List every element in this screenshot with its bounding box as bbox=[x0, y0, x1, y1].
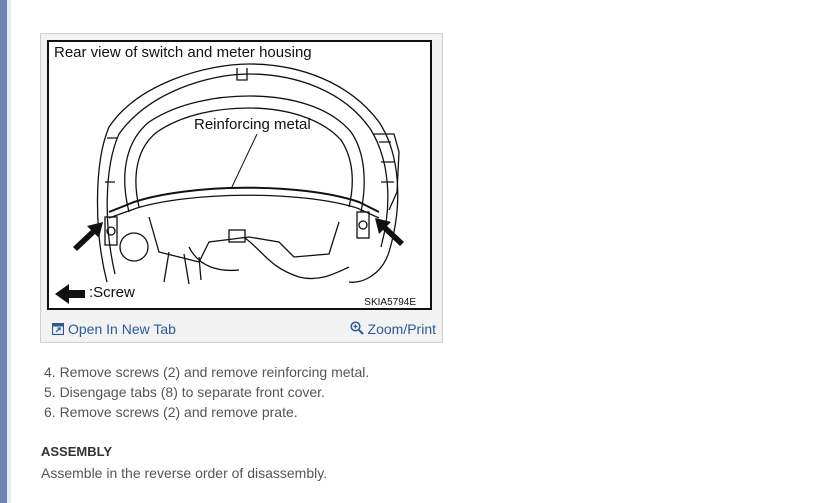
screw-legend-label: :Screw bbox=[89, 284, 135, 301]
screw-arrow-icon bbox=[55, 218, 404, 304]
assembly-heading: ASSEMBLY bbox=[41, 444, 113, 459]
left-accent-bar bbox=[0, 0, 7, 503]
figure-title: Rear view of switch and meter housing bbox=[54, 44, 312, 61]
open-new-tab-icon bbox=[51, 322, 65, 336]
zoom-print-link[interactable]: Zoom/Print bbox=[349, 321, 436, 337]
figure-container: Rear view of switch and meter housing Re… bbox=[40, 33, 443, 343]
step-item: 4. Remove screws (2) and remove reinforc… bbox=[44, 364, 370, 380]
figure-illustration[interactable]: Rear view of switch and meter housing Re… bbox=[47, 40, 432, 310]
step-item: 6. Remove screws (2) and remove prate. bbox=[44, 404, 298, 420]
open-new-tab-link[interactable]: Open In New Tab bbox=[51, 321, 176, 337]
housing-diagram bbox=[55, 63, 404, 304]
assembly-text: Assemble in the reverse order of disasse… bbox=[41, 465, 328, 481]
figure-links-bar: Open In New Tab Zoom/Print bbox=[41, 317, 442, 341]
open-new-tab-label: Open In New Tab bbox=[68, 321, 176, 337]
figure-code: SKIA5794E bbox=[364, 297, 416, 308]
step-item: 5. Disengage tabs (8) to separate front … bbox=[44, 384, 325, 400]
procedure-steps: 4. Remove screws (2) and remove reinforc… bbox=[44, 364, 369, 424]
reinforcing-metal-label: Reinforcing metal bbox=[194, 116, 311, 133]
zoom-icon bbox=[349, 321, 364, 335]
zoom-print-label: Zoom/Print bbox=[367, 321, 436, 337]
left-accent-bar-inner bbox=[7, 0, 11, 503]
